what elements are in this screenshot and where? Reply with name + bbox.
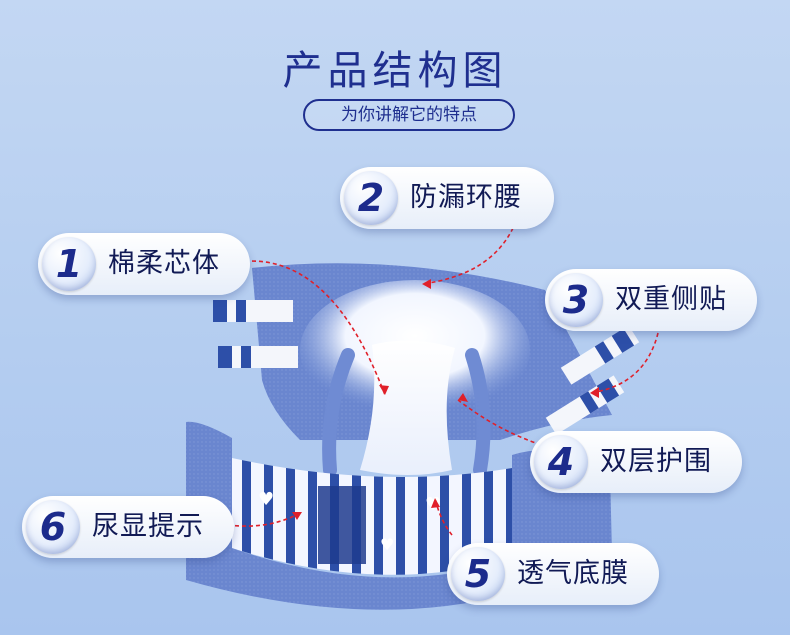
feature-number-badge: 4	[534, 435, 588, 489]
page-title: 产品结构图	[282, 48, 508, 94]
feature-number-badge: 3	[549, 273, 603, 327]
leg-cuff-right	[465, 348, 491, 477]
feature-callout-1: 1 棉柔芯体	[38, 233, 250, 295]
arrowheads	[292, 279, 599, 520]
feature-number-badge: 1	[42, 237, 96, 291]
side-tab-right-bottom	[545, 375, 625, 435]
feature-label: 双层护围	[600, 446, 712, 477]
side-tab-left-top	[213, 300, 293, 322]
side-tab-right-top	[560, 325, 640, 385]
feature-number-badge: 5	[451, 547, 505, 601]
heart-icon: ♥	[258, 489, 274, 510]
absorbent-core	[360, 340, 455, 475]
feature-label: 防漏环腰	[410, 182, 522, 213]
feature-callout-5: 5 透气底膜	[447, 543, 659, 605]
callout-arrows	[227, 227, 659, 536]
feature-label: 双重侧贴	[615, 284, 727, 315]
feature-label: 透气底膜	[517, 558, 629, 589]
feature-number-badge: 2	[344, 171, 398, 225]
striped-waistband	[232, 458, 512, 575]
feature-number-badge: 6	[26, 500, 80, 554]
feature-callout-4: 4 双层护围	[530, 431, 742, 493]
feature-label: 棉柔芯体	[108, 248, 220, 279]
heart-icon: ♥	[380, 535, 394, 554]
page-subtitle: 为你讲解它的特点	[303, 99, 515, 131]
leg-cuff-left	[322, 348, 355, 477]
feature-callout-2: 2 防漏环腰	[340, 167, 554, 229]
feature-callout-6: 6 尿显提示	[22, 496, 234, 558]
indicator-strip	[318, 486, 366, 564]
feature-label: 尿显提示	[92, 511, 204, 542]
side-tab-left-bottom	[218, 346, 298, 368]
feature-callout-3: 3 双重侧贴	[545, 269, 757, 331]
